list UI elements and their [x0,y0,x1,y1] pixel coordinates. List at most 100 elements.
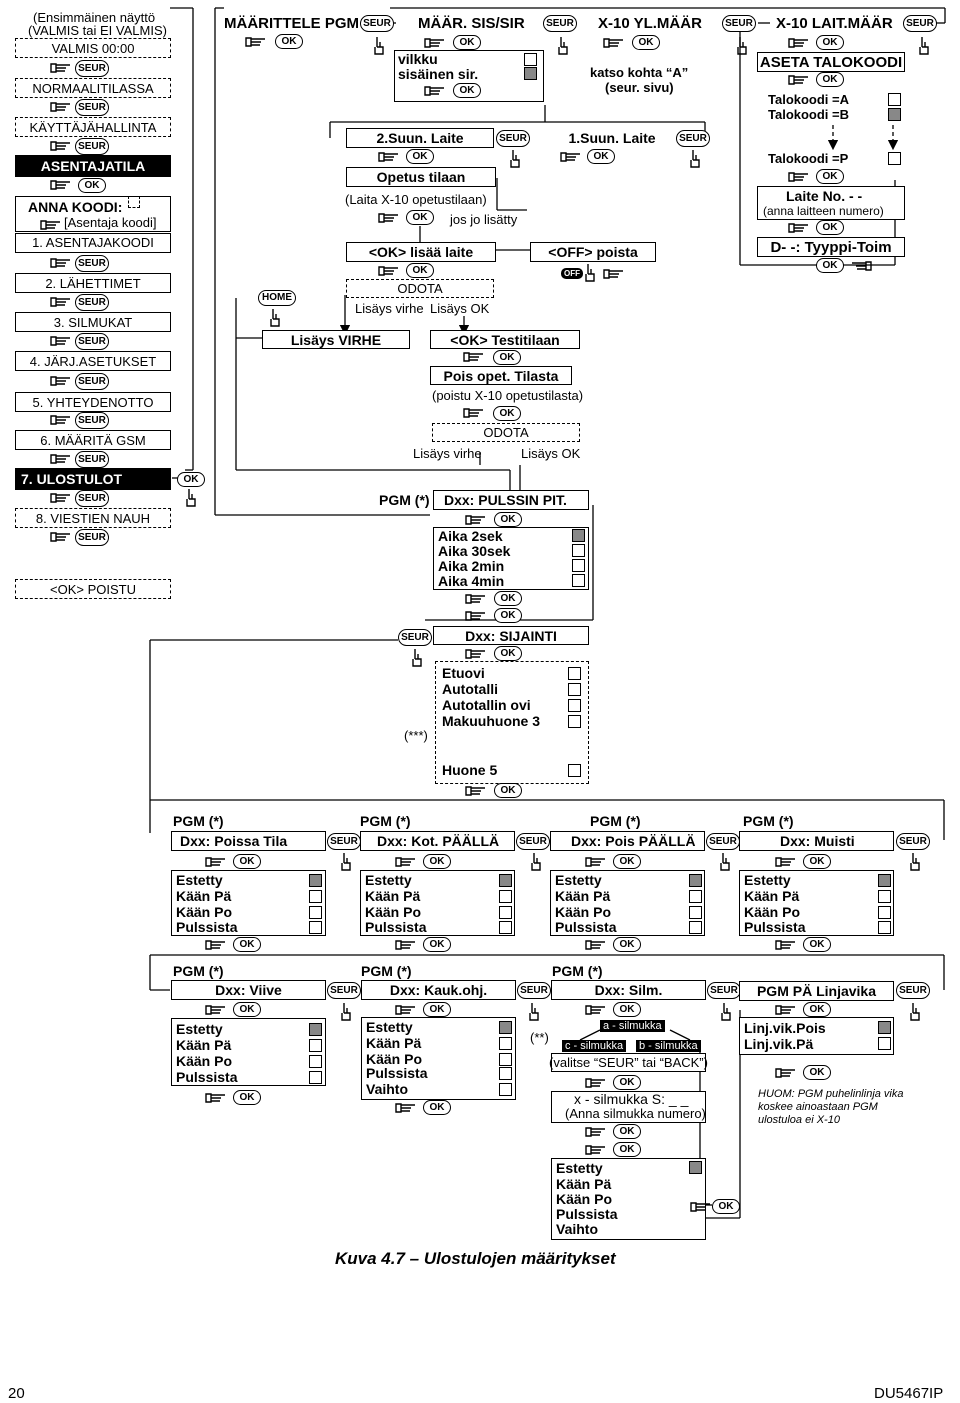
menu-item-asentajatila[interactable]: ASENTAJATILA [15,155,171,177]
menu-item-ulostulot[interactable]: 7. ULOSTULOT [15,468,171,490]
checkbox-kaan-po[interactable] [499,1053,512,1066]
ok-button[interactable]: OK [816,72,844,87]
seur-button[interactable]: SEUR [75,294,109,311]
checkbox-autotalli[interactable] [568,683,581,696]
menu-item-asentajakoodi[interactable]: 1. ASENTAJAKOODI [15,233,171,253]
checkbox-pulssista[interactable] [309,921,322,934]
checkbox-aika-4min[interactable] [572,574,585,587]
checkbox-talokoodi-p[interactable] [888,152,901,165]
ok-button[interactable]: OK [613,1124,641,1139]
ok-button[interactable]: OK [78,178,106,193]
checkbox-kaan-pa[interactable] [309,1039,322,1052]
off-button[interactable]: OFF [561,268,583,279]
seur-button[interactable]: SEUR [517,982,551,999]
checkbox-kaan-pa[interactable] [689,890,702,903]
checkbox-aika-30sek[interactable] [572,544,585,557]
seur-button[interactable]: SEUR [75,60,109,77]
ok-button[interactable]: OK [632,35,660,50]
ok-button[interactable]: OK [494,512,522,527]
checkbox-huone-5[interactable] [568,764,581,777]
seur-button[interactable]: SEUR [398,629,432,646]
checkbox-autotallin-ovi[interactable] [568,699,581,712]
ok-button[interactable]: OK [494,783,522,798]
ok-button[interactable]: OK [803,937,831,952]
ok-button[interactable]: OK [453,35,481,50]
checkbox-kaan-po[interactable] [309,906,322,919]
ok-button[interactable]: OK [816,35,844,50]
checkbox-aika-2min[interactable] [572,559,585,572]
checkbox-estetty[interactable] [309,1023,322,1036]
checkbox-etuovi[interactable] [568,667,581,680]
ok-button[interactable]: OK [423,1100,451,1115]
seur-button[interactable]: SEUR [75,333,109,350]
ok-button[interactable]: OK [406,263,434,278]
menu-item-poistu[interactable]: <OK> POISTU [15,579,171,599]
ok-button[interactable]: OK [803,854,831,869]
checkbox-estetty[interactable] [309,874,322,887]
checkbox-vilkku[interactable] [524,53,537,66]
ok-button[interactable]: OK [494,646,522,661]
seur-button[interactable]: SEUR [75,255,109,272]
seur-button[interactable]: SEUR [360,15,394,32]
checkbox-kaan-po[interactable] [309,1055,322,1068]
ok-button[interactable]: OK [423,854,451,869]
ok-button[interactable]: OK [275,34,303,49]
ok-button[interactable]: OK [453,83,481,98]
checkbox-estetty[interactable] [689,1161,702,1174]
laite-no-box[interactable]: Laite No. - - (anna laitteen numero) [757,186,905,220]
checkbox-estetty[interactable] [689,874,702,887]
seur-button[interactable]: SEUR [496,130,530,147]
x-silmukka-input[interactable]: x - silmukka S: _ _ (Anna silmukka numer… [551,1091,706,1123]
ok-button[interactable]: OK [493,406,521,421]
seur-button[interactable]: SEUR [676,130,710,147]
checkbox-estetty[interactable] [878,874,891,887]
checkbox-kaan-po[interactable] [878,906,891,919]
ok-button[interactable]: OK [613,854,641,869]
seur-button[interactable]: SEUR [75,412,109,429]
ok-button[interactable]: OK [712,1199,740,1214]
ok-button[interactable]: OK [494,608,522,623]
checkbox-kaan-po[interactable] [689,906,702,919]
menu-item-valmis[interactable]: VALMIS 00:00 [15,38,171,58]
home-button[interactable]: HOME [258,290,296,306]
seur-button[interactable]: SEUR [75,373,109,390]
ok-button[interactable]: OK [423,1002,451,1017]
checkbox-kaan-po[interactable] [499,906,512,919]
checkbox-pulssista[interactable] [499,1067,512,1080]
seur-button[interactable]: SEUR [516,833,550,850]
checkbox-kaan-pa[interactable] [309,890,322,903]
ok-button[interactable]: OK [494,591,522,606]
checkbox-aika-2sek[interactable] [572,529,585,542]
ok-button[interactable]: OK [613,1002,641,1017]
seur-button[interactable]: SEUR [706,833,740,850]
ok-button[interactable]: OK [233,1090,261,1105]
checkbox-pulssista[interactable] [689,921,702,934]
ok-button[interactable]: OK [587,149,615,164]
checkbox-estetty[interactable] [499,874,512,887]
checkbox-vaihto[interactable] [499,1083,512,1096]
ok-button[interactable]: OK [816,169,844,184]
checkbox-kaan-pa[interactable] [878,890,891,903]
ok-button[interactable]: OK [803,1002,831,1017]
ok-button[interactable]: OK [613,1142,641,1157]
checkbox-pulssista[interactable] [309,1071,322,1084]
ok-button[interactable]: OK [816,220,844,235]
seur-button[interactable]: SEUR [722,15,756,32]
seur-button[interactable]: SEUR [327,833,361,850]
ok-button[interactable]: OK [406,149,434,164]
ok-button[interactable]: OK [423,937,451,952]
menu-item-kayttajahallinta[interactable]: KÄYTTÄJÄHALLINTA [15,117,171,137]
menu-item-jarj-asetukset[interactable]: 4. JÄRJ.ASETUKSET [15,351,171,371]
seur-button[interactable]: SEUR [75,451,109,468]
checkbox-kaan-pa[interactable] [499,1037,512,1050]
checkbox-makuuhuone-3[interactable] [568,715,581,728]
seur-button[interactable]: SEUR [75,529,109,546]
ok-button[interactable]: OK [406,210,434,225]
seur-button[interactable]: SEUR [327,982,361,999]
seur-button[interactable]: SEUR [903,15,937,32]
anna-koodi-box[interactable]: ANNA KOODI: [Asentaja koodi] [15,196,171,232]
menu-item-viestien-nauh[interactable]: 8. VIESTIEN NAUH [15,508,171,528]
checkbox-linj-vik-pois[interactable] [878,1021,891,1034]
seur-button[interactable]: SEUR [75,490,109,507]
menu-item-normaalitilassa[interactable]: NORMAALITILASSA [15,78,171,98]
